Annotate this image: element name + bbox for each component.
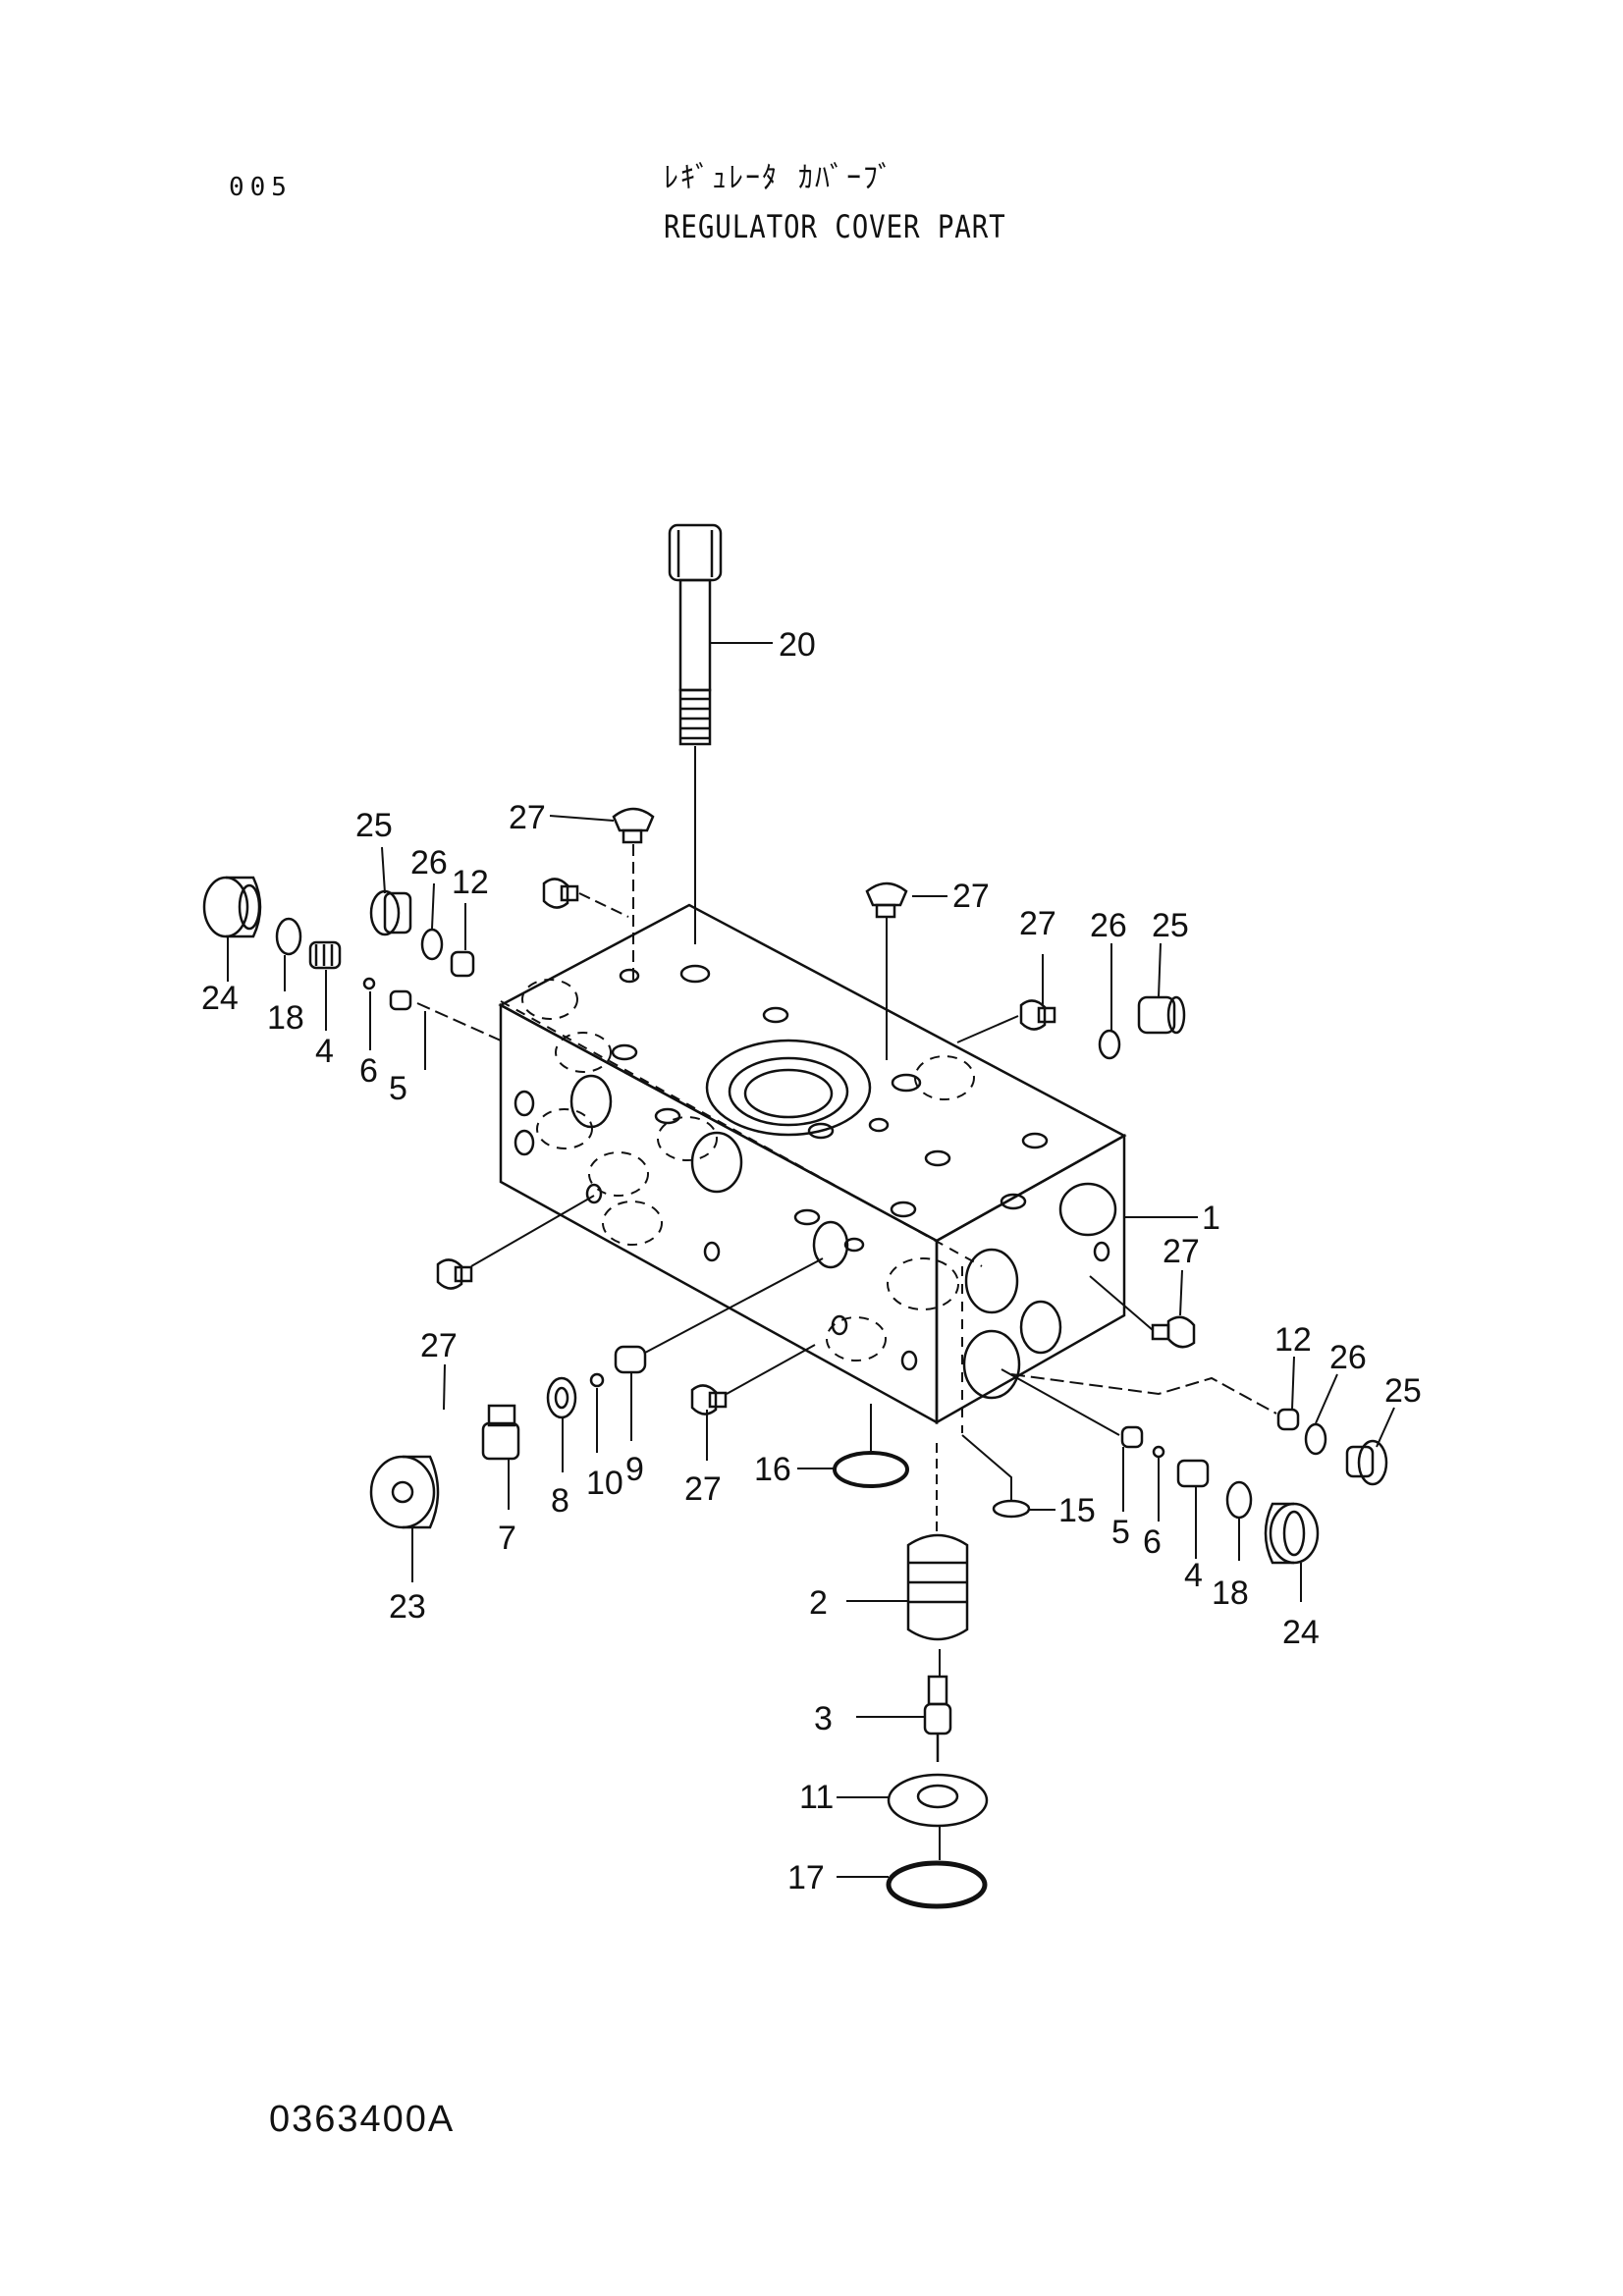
callout-27: 27 <box>1163 1233 1200 1270</box>
callout-26: 26 <box>410 844 448 881</box>
callout-25: 25 <box>355 807 393 844</box>
callout-20: 20 <box>779 626 816 664</box>
callout-23: 23 <box>389 1588 426 1626</box>
callout-27: 27 <box>420 1327 458 1364</box>
regulator-cover-block <box>498 903 1127 1433</box>
callout-4: 4 <box>315 1033 334 1070</box>
callout-26: 26 <box>1329 1339 1367 1376</box>
callout-16: 16 <box>754 1451 791 1488</box>
callout-18: 18 <box>267 999 304 1037</box>
cap-bolt-part-20 <box>668 523 773 944</box>
callout-3: 3 <box>814 1700 833 1737</box>
callout-6: 6 <box>1143 1523 1162 1561</box>
lower-center-parts <box>833 1404 1031 1909</box>
callout-27: 27 <box>684 1470 722 1508</box>
callout-5: 5 <box>1111 1514 1130 1551</box>
callout-24: 24 <box>1282 1614 1320 1651</box>
left-side-plugs <box>202 876 502 1041</box>
callout-7: 7 <box>498 1520 516 1557</box>
drawing-number: 0363400A <box>269 2099 456 2140</box>
callout-17: 17 <box>787 1859 825 1896</box>
callout-9: 9 <box>625 1451 644 1488</box>
callout-11: 11 <box>799 1779 834 1816</box>
plug-screws-part-27 <box>436 807 1196 1415</box>
callout-2: 2 <box>809 1584 828 1622</box>
callout-labels: 20 27 27 25 26 12 24 18 4 6 5 27 26 25 1… <box>201 626 1422 1896</box>
callout-15: 15 <box>1058 1492 1096 1529</box>
callout-25: 25 <box>1384 1372 1422 1410</box>
callout-25: 25 <box>1152 907 1189 944</box>
callout-6: 6 <box>359 1052 378 1090</box>
callout-10: 10 <box>586 1465 623 1502</box>
callout-24: 24 <box>201 980 239 1017</box>
callout-27: 27 <box>509 799 546 836</box>
callout-1: 1 <box>1202 1200 1220 1237</box>
callout-4: 4 <box>1184 1557 1203 1594</box>
callout-26: 26 <box>1090 907 1127 944</box>
title-english: REGULATOR COVER PART <box>664 208 1006 245</box>
callout-27: 27 <box>1019 905 1056 942</box>
callout-8: 8 <box>551 1482 569 1520</box>
callout-5: 5 <box>389 1070 407 1107</box>
callout-12: 12 <box>1274 1321 1312 1359</box>
title-japanese: ﾚｷﾞｭﾚｰﾀ ｶﾊﾞｰﾌﾞ <box>664 161 895 195</box>
lower-left-plugs <box>369 1257 824 1529</box>
page-code: 005 <box>229 173 293 202</box>
callout-12: 12 <box>452 864 489 901</box>
leader-lines <box>227 815 1395 1878</box>
callout-18: 18 <box>1212 1575 1249 1612</box>
right-side-plugs <box>1001 995 1388 1565</box>
callout-27: 27 <box>952 878 990 915</box>
